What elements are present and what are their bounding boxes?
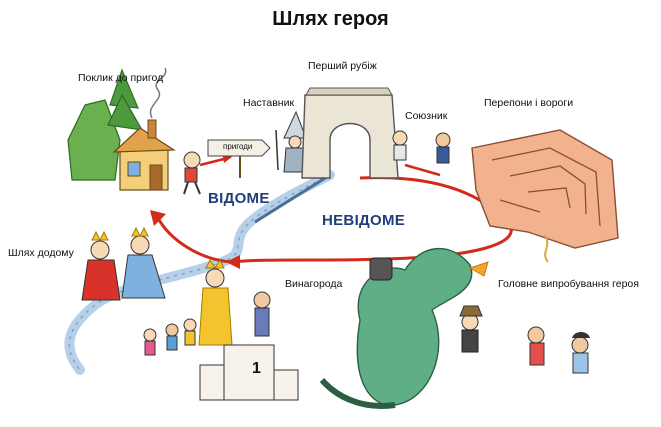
stage-label-ordeal: Головне випробування героя	[498, 278, 639, 290]
journey-arrow-return	[156, 217, 233, 264]
journey-arrow-outer	[231, 176, 513, 264]
mentor-wizard	[275, 110, 307, 173]
sword-line	[254, 173, 331, 224]
house-and-tree	[67, 67, 176, 191]
king-and-queen	[81, 226, 166, 301]
stage-label-call: Поклик до пригод	[78, 72, 164, 84]
stage-label-return: Шлях додому	[8, 247, 74, 259]
threshold-arch	[301, 87, 399, 179]
podium-number: 1	[252, 360, 261, 377]
signpost-text: пригоди	[223, 142, 253, 151]
journey-arrowhead-reward	[226, 255, 240, 269]
stage-label-reward: Винагорода	[285, 278, 343, 290]
adventure-signpost	[207, 139, 271, 178]
hero-fighting-dragon	[459, 305, 483, 353]
zone-unknown-label: НЕВІДОМЕ	[322, 212, 406, 229]
podium	[199, 344, 299, 401]
stage-label-threshold: Перший рубіж	[308, 60, 377, 72]
maze	[471, 129, 619, 263]
page-title: Шлях героя	[272, 8, 389, 30]
arrow-ally	[404, 163, 441, 177]
reward-crowd	[143, 258, 271, 356]
scared-kids	[527, 326, 590, 374]
hero-leaving-home	[183, 151, 201, 195]
dragon	[319, 248, 489, 409]
zone-known-label: ВІДОМЕ	[208, 190, 270, 207]
stage-label-ally: Союзник	[405, 110, 448, 122]
journey-arrowhead-return	[150, 210, 166, 226]
stage-label-mentor: Наставник	[243, 97, 295, 109]
ally-characters	[392, 130, 451, 164]
stage-label-obstacles: Перепони і вороги	[484, 97, 574, 109]
